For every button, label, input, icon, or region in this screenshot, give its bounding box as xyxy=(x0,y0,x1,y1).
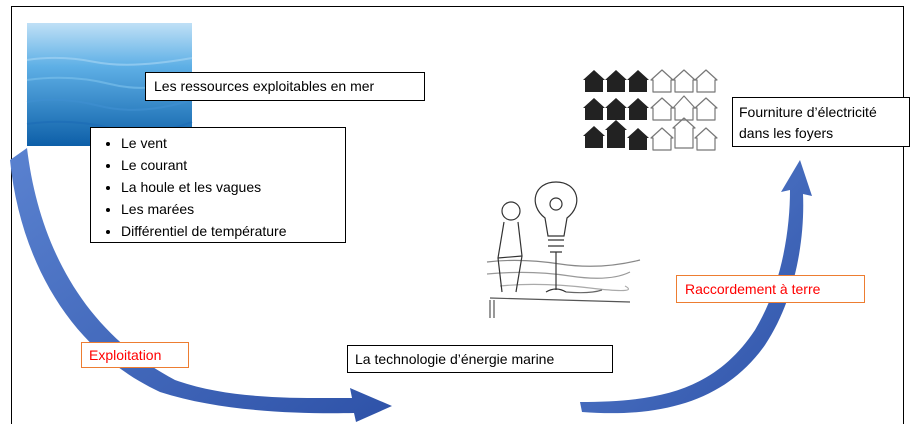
houses-icon-grid xyxy=(583,69,718,151)
technology-label-box: La technologie d’énergie marine xyxy=(347,345,613,373)
supply-label-box: Fourniture d’électricité dans les foyers xyxy=(732,97,910,147)
exploitation-label: Exploitation xyxy=(89,347,162,363)
grid-arrow xyxy=(580,160,812,414)
resource-item: Les marées xyxy=(121,198,341,220)
resources-title: Les ressources exploitables en mer xyxy=(154,78,375,94)
resources-list: Le vent Le courant La houle et les vague… xyxy=(91,132,341,242)
exploitation-label-box: Exploitation xyxy=(81,342,189,368)
resource-item: Le vent xyxy=(121,132,341,154)
resource-item: Le courant xyxy=(121,154,341,176)
grid-label-box: Raccordement à terre xyxy=(676,275,865,303)
technology-label: La technologie d’énergie marine xyxy=(355,351,555,367)
grid-label: Raccordement à terre xyxy=(685,281,821,297)
resources-title-box: Les ressources exploitables en mer xyxy=(145,72,425,101)
resource-item: La houle et les vagues xyxy=(121,176,341,198)
resource-item: Différentiel de température xyxy=(121,220,341,242)
diagram-frame xyxy=(11,6,904,424)
supply-label: Fourniture d’électricité dans les foyers xyxy=(739,104,877,141)
resources-list-box: Le vent Le courant La houle et les vague… xyxy=(90,127,346,243)
man-and-lightbulb-cartoon xyxy=(486,181,641,318)
